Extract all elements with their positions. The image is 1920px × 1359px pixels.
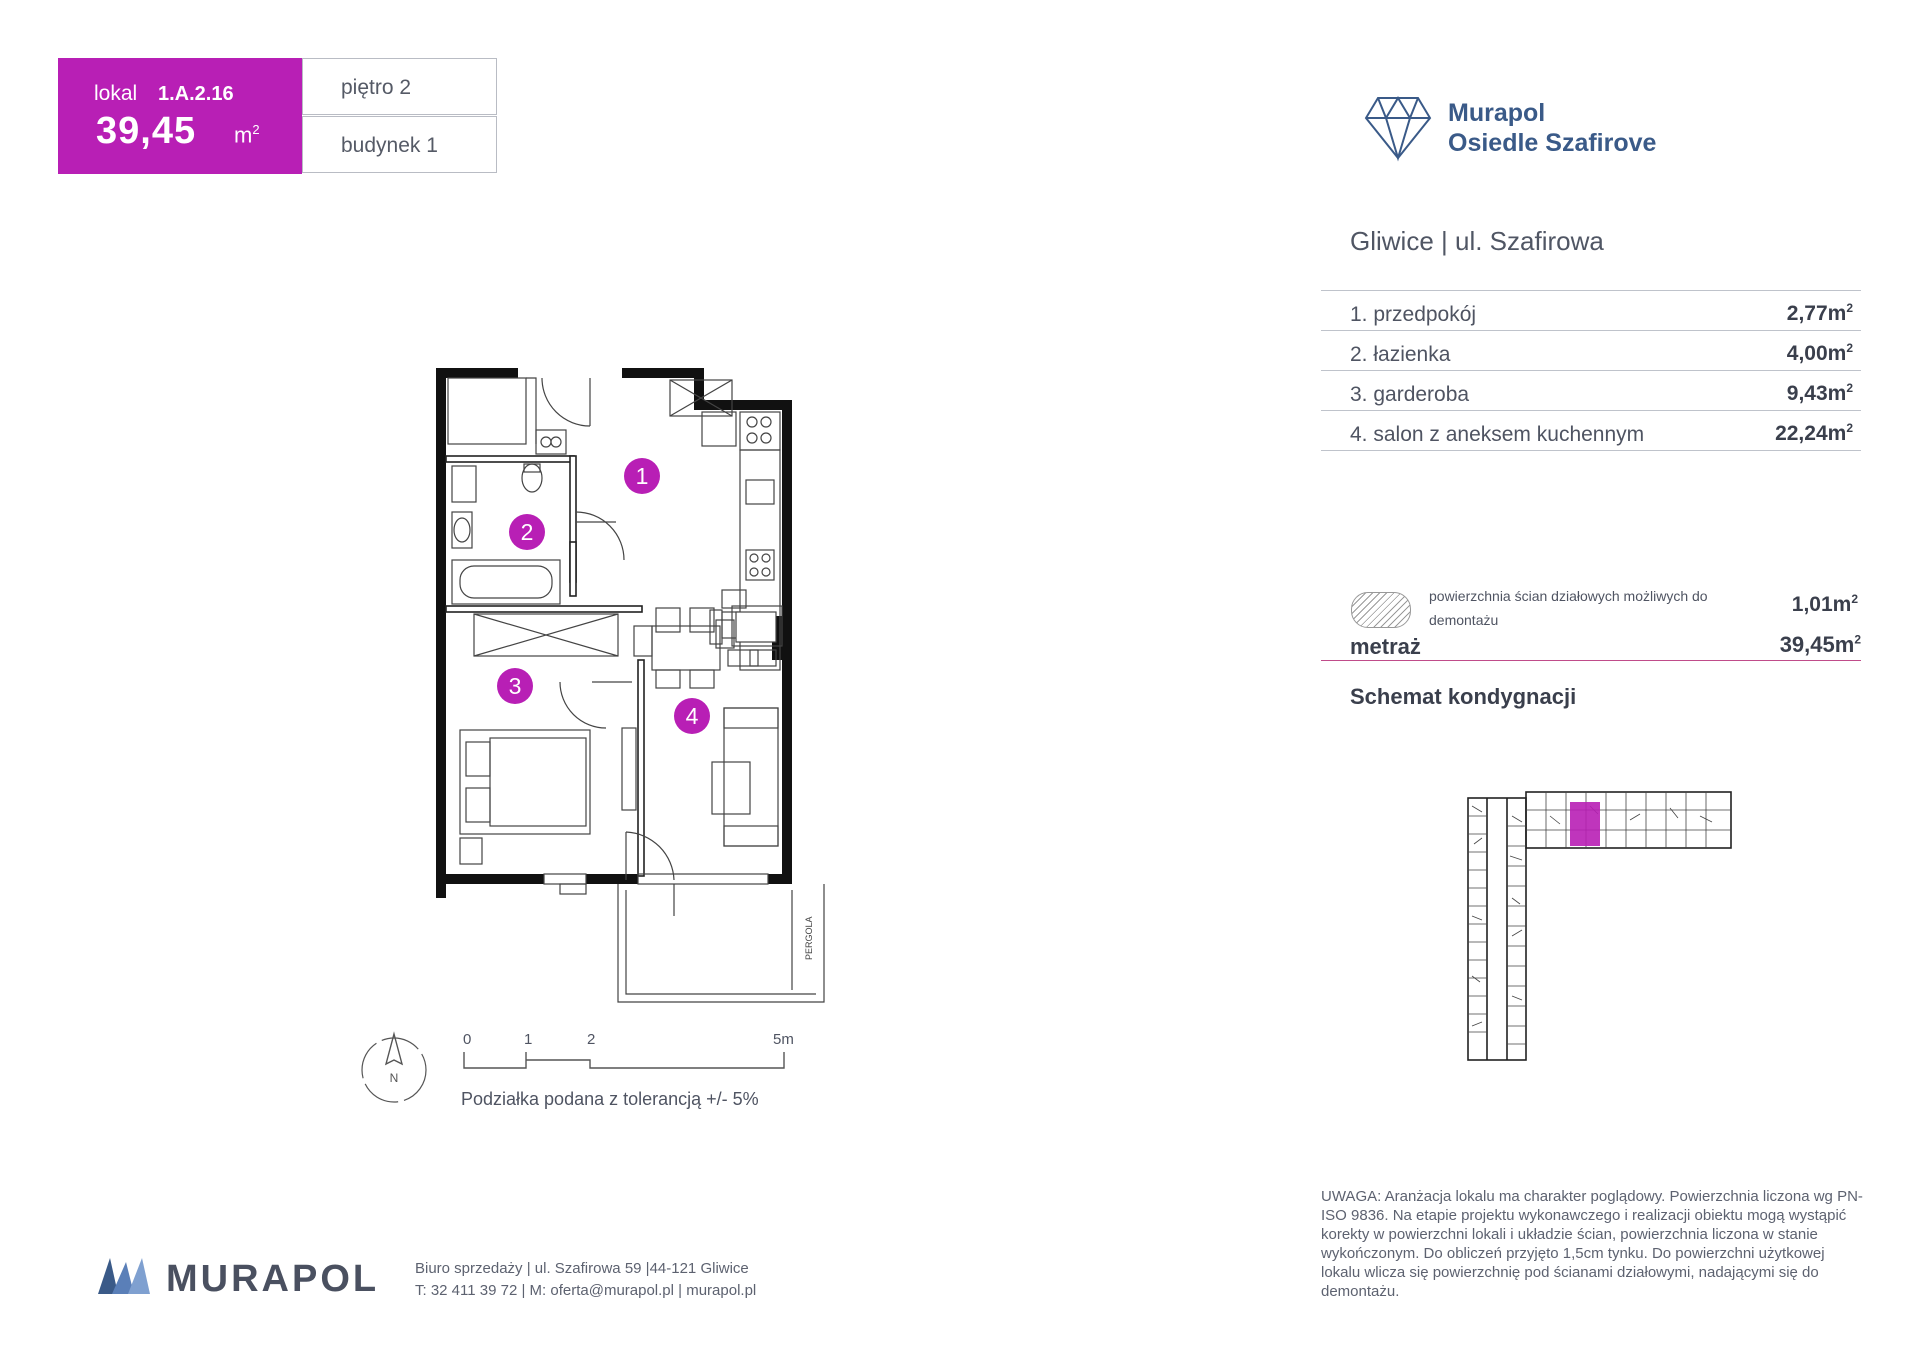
unit-summary-box: lokal 1.A.2.16 39,45 m2 [58, 58, 302, 174]
unit-area-unit: m2 [234, 122, 260, 148]
room-row: 4. salon z aneksem kuchennym 22,24m2 [1321, 411, 1861, 451]
room-badge-4: 4 [674, 698, 710, 734]
pergola-label: PERGOLA [804, 916, 814, 960]
svg-text:N: N [390, 1071, 399, 1085]
svg-text:2: 2 [521, 519, 534, 545]
disclaimer-note: UWAGA: Aranżacja lokalu ma charakter pog… [1321, 1188, 1863, 1300]
svg-text:1: 1 [636, 463, 649, 489]
room-row: 2. łazienka 4,00m2 [1321, 331, 1861, 371]
total-divider [1321, 660, 1861, 661]
lokal-label: lokal [94, 82, 138, 105]
room-badge-2: 2 [509, 514, 545, 550]
company-name: MURAPOL [166, 1258, 380, 1300]
unit-code: 1.A.2.16 [158, 83, 234, 105]
project-address: Gliwice | ul. Szafirowa [1350, 226, 1604, 256]
sales-contact: T: 32 411 39 72 | M: oferta@murapol.pl |… [415, 1282, 757, 1299]
compass-icon: N [361, 1031, 427, 1103]
svg-text:1: 1 [524, 1034, 532, 1048]
svg-text:3: 3 [509, 673, 522, 699]
room-row: 1. przedpokój 2,77m2 [1321, 290, 1861, 331]
building-cell: budynek 1 [302, 116, 497, 173]
partition-walls-label: powierzchnia ścian działowych możliwych … [1429, 588, 1708, 628]
partition-walls-area: 1,01m2 [1791, 592, 1858, 616]
unit-area: 39,45 [96, 110, 197, 152]
svg-text:5m: 5m [773, 1034, 794, 1048]
svg-text:4: 4 [686, 703, 699, 729]
sales-address: Biuro sprzedaży | ul. Szafirowa 59 |44-1… [415, 1260, 749, 1277]
brand-name: Murapol Osiedle Szafirove [1448, 99, 1657, 157]
diamond-icon [1364, 96, 1432, 162]
floor-cell: piętro 2 [302, 58, 497, 115]
floor-scheme-diagram [1467, 791, 1732, 1061]
total-area: 39,45m2 [1779, 632, 1861, 657]
svg-text:0: 0 [463, 1034, 471, 1048]
total-label: metraż [1350, 634, 1421, 659]
apartment-floor-plan: PERGOLA 1 2 3 4 [436, 368, 825, 1003]
sales-office-info: Biuro sprzedaży | ul. Szafirowa 59 |44-1… [415, 1258, 756, 1302]
room-row: 3. garderoba 9,43m2 [1321, 371, 1861, 411]
floor-scheme-title: Schemat kondygnacji [1350, 684, 1577, 709]
murapol-logo-icon [98, 1258, 150, 1294]
hatch-legend-swatch [1351, 592, 1411, 628]
room-badge-3: 3 [497, 668, 533, 704]
svg-text:2: 2 [587, 1034, 595, 1048]
scale-tolerance-note: Podziałka podana z tolerancją +/- 5% [461, 1089, 759, 1109]
room-badge-1: 1 [624, 458, 660, 494]
room-area-table: 1. przedpokój 2,77m2 2. łazienka 4,00m2 … [1321, 290, 1861, 451]
scale-bar: 0 1 2 5m [463, 1034, 794, 1069]
